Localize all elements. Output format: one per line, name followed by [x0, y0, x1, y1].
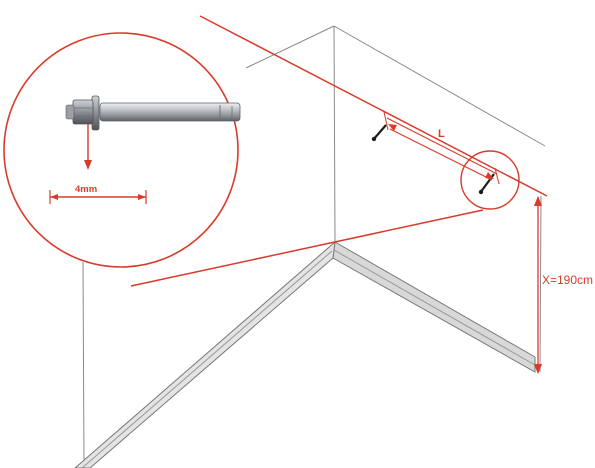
bolt-offset-dimension [49, 124, 147, 204]
zoom-circle [460, 150, 520, 210]
magnifier-line-top [199, 15, 548, 197]
detail-callout: 4mm [3, 32, 241, 268]
skirting-board [74, 240, 536, 468]
height-label: X=190cm [542, 273, 593, 287]
screw-icon [371, 124, 387, 142]
skirting-right-inner [333, 249, 536, 366]
spacing-dimension [383, 111, 500, 185]
height-dimension [534, 196, 542, 374]
wall-top-edge-right [333, 25, 546, 147]
skirting-left-inner [81, 250, 333, 468]
bolt-offset-label: 4mm [75, 184, 97, 195]
anchor-bolt-icon [65, 95, 241, 131]
detail-circle [3, 32, 239, 268]
wall-top-edge-left [245, 25, 335, 69]
magnifier-lines [130, 15, 548, 287]
wall-left-edge [82, 261, 85, 468]
room-walls [82, 25, 546, 468]
wall-right-edge [539, 195, 542, 373]
wall-corner-edge [333, 25, 336, 243]
skirting-left [74, 240, 336, 468]
spacing-label: L [438, 128, 445, 140]
magnifier-line-bottom [130, 209, 484, 287]
